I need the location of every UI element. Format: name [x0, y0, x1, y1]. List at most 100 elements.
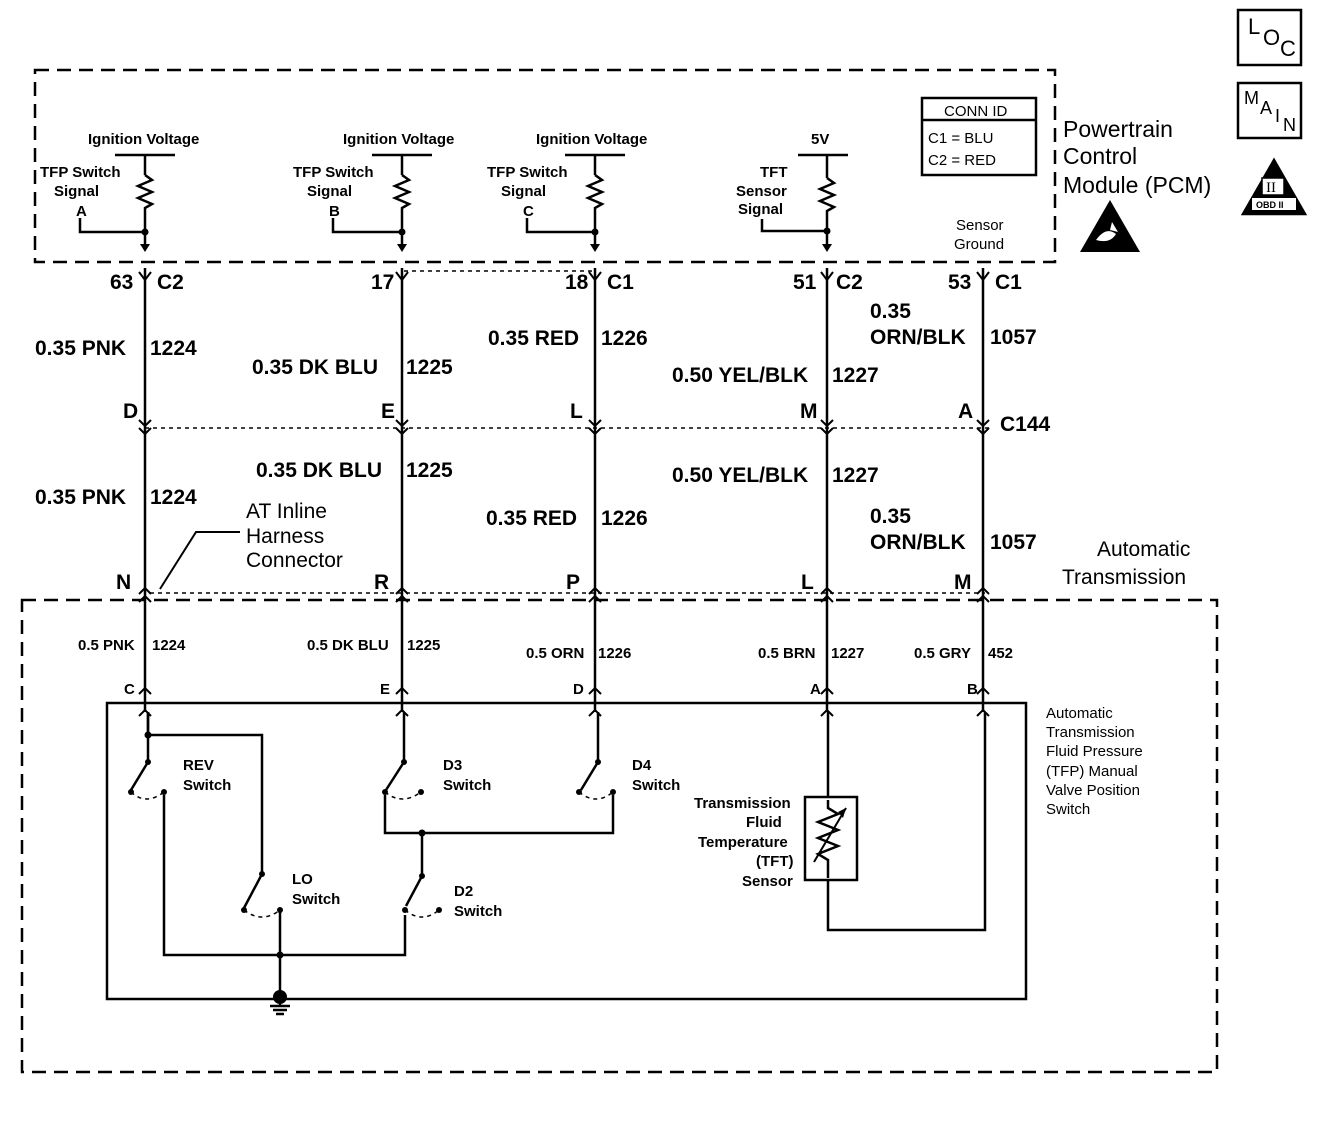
tfp-switch-description: Automatic Transmission Fluid Pressure (T…	[1046, 705, 1143, 818]
svg-text:1226: 1226	[598, 645, 631, 662]
svg-text:Signal: Signal	[54, 183, 99, 200]
d4-switch: D4 Switch	[576, 757, 680, 800]
main-icon[interactable]: M A I N	[1236, 81, 1303, 140]
svg-text:0.5 PNK: 0.5 PNK	[78, 637, 135, 654]
automatic-transmission-label: Automatic Transmission	[1062, 538, 1190, 589]
svg-text:Fluid Pressure: Fluid Pressure	[1046, 743, 1143, 760]
svg-text:D2: D2	[454, 883, 473, 900]
svg-text:Sensor: Sensor	[736, 183, 787, 200]
svg-text:B: B	[967, 681, 978, 698]
lo-switch: LO Switch	[241, 871, 340, 918]
svg-text:0.35 PNK: 0.35 PNK	[35, 486, 126, 509]
svg-text:Automatic: Automatic	[1097, 538, 1190, 561]
svg-text:AT Inline: AT Inline	[246, 500, 327, 523]
pcm-boundary	[33, 68, 1057, 264]
svg-text:C2: C2	[157, 271, 184, 294]
svg-text:Switch: Switch	[443, 777, 491, 794]
svg-text:1226: 1226	[601, 507, 648, 530]
svg-text:Fluid: Fluid	[746, 814, 782, 831]
svg-text:0.50 YEL/BLK: 0.50 YEL/BLK	[672, 464, 808, 487]
svg-text:Sensor: Sensor	[742, 873, 793, 890]
svg-text:A: A	[958, 400, 973, 423]
svg-text:Temperature: Temperature	[698, 834, 788, 851]
svg-text:Automatic: Automatic	[1046, 705, 1113, 722]
svg-text:Signal: Signal	[738, 201, 783, 218]
sensor-ground-label: Sensor Ground	[954, 217, 1004, 253]
svg-text:D3: D3	[443, 757, 462, 774]
svg-text:1224: 1224	[152, 637, 186, 654]
svg-text:Valve Position: Valve Position	[1046, 782, 1140, 799]
conn-id-box: CONN ID C1 = BLU C2 = RED	[920, 96, 1038, 177]
transmission-boundary	[20, 598, 1219, 1074]
obd-ii-icon[interactable]: II OBD II	[1240, 157, 1308, 216]
esd-warning-icon	[1080, 200, 1140, 252]
svg-text:1224: 1224	[150, 337, 197, 360]
svg-text:M: M	[1244, 88, 1259, 108]
svg-text:ORN/BLK: ORN/BLK	[870, 531, 966, 554]
svg-text:Signal: Signal	[307, 183, 352, 200]
d2-switch: D2 Switch	[402, 873, 502, 920]
svg-text:1057: 1057	[990, 326, 1037, 349]
svg-text:L: L	[570, 400, 583, 423]
svg-text:1227: 1227	[832, 464, 879, 487]
svg-text:M: M	[954, 571, 972, 594]
svg-text:Sensor: Sensor	[956, 217, 1004, 234]
svg-text:0.35 DK BLU: 0.35 DK BLU	[256, 459, 382, 482]
loc-icon[interactable]: L O C	[1236, 8, 1303, 67]
svg-text:5V: 5V	[811, 131, 829, 148]
svg-text:C: C	[1280, 36, 1296, 61]
svg-text:Powertrain: Powertrain	[1063, 116, 1173, 142]
svg-text:O: O	[1263, 25, 1280, 50]
svg-text:(TFT): (TFT)	[756, 853, 793, 870]
svg-text:II: II	[1266, 180, 1276, 196]
svg-text:51: 51	[793, 271, 817, 294]
svg-text:C: C	[523, 203, 534, 220]
svg-text:L: L	[1248, 14, 1260, 39]
svg-text:E: E	[380, 681, 390, 698]
svg-text:REV: REV	[183, 757, 214, 774]
svg-text:Signal: Signal	[501, 183, 546, 200]
svg-text:452: 452	[988, 645, 1013, 662]
svg-text:1227: 1227	[832, 364, 879, 387]
svg-text:Switch: Switch	[1046, 801, 1090, 818]
svg-text:A: A	[1260, 98, 1272, 118]
svg-text:0.50 YEL/BLK: 0.50 YEL/BLK	[672, 364, 808, 387]
svg-text:1057: 1057	[990, 531, 1037, 554]
svg-text:Switch: Switch	[292, 891, 340, 908]
switch-network: REV Switch LO Switch	[128, 712, 987, 1016]
svg-text:Switch: Switch	[632, 777, 680, 794]
tfp-switch-assembly	[105, 701, 1028, 1001]
svg-text:Switch: Switch	[183, 777, 231, 794]
svg-text:18: 18	[565, 271, 589, 294]
pcm-title: Powertrain Control Module (PCM)	[1063, 116, 1211, 198]
svg-text:0.5 BRN: 0.5 BRN	[758, 645, 816, 662]
svg-text:R: R	[374, 571, 389, 594]
svg-text:Transmission: Transmission	[1062, 566, 1186, 589]
svg-text:ORN/BLK: ORN/BLK	[870, 326, 966, 349]
svg-text:TFP Switch: TFP Switch	[487, 164, 568, 181]
svg-text:C1 = BLU: C1 = BLU	[928, 130, 993, 147]
svg-text:C2: C2	[836, 271, 863, 294]
svg-text:0.5 DK BLU: 0.5 DK BLU	[307, 637, 389, 654]
svg-text:Ignition Voltage: Ignition Voltage	[88, 131, 199, 148]
svg-text:C1: C1	[607, 271, 634, 294]
svg-text:1225: 1225	[406, 459, 453, 482]
svg-text:Control: Control	[1063, 143, 1137, 169]
svg-text:Module (PCM): Module (PCM)	[1063, 172, 1211, 198]
tft-sensor: Transmission Fluid Temperature (TFT) Sen…	[694, 795, 859, 890]
svg-text:A: A	[810, 681, 821, 698]
svg-text:0.5 GRY: 0.5 GRY	[914, 645, 971, 662]
svg-text:1226: 1226	[601, 327, 648, 350]
svg-text:1224: 1224	[150, 486, 197, 509]
